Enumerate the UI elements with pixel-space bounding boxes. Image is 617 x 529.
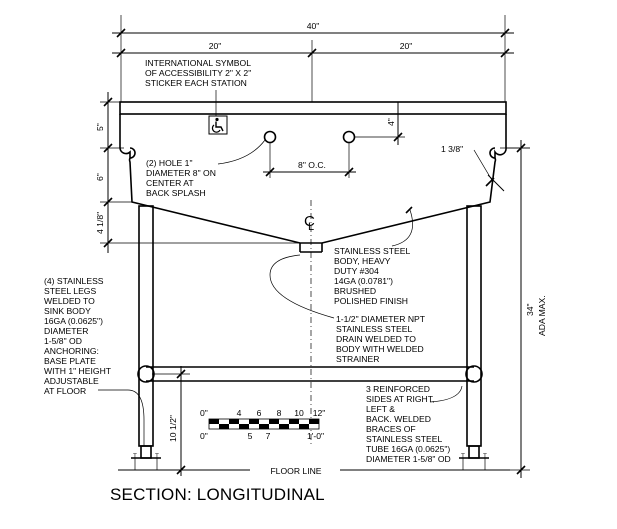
svg-text:BRACES OF: BRACES OF: [366, 424, 416, 434]
centerline: C L: [304, 200, 315, 445]
overall-height-dimension: 34" ADA MAX.: [495, 140, 547, 478]
svg-text:TUBE 16GA (0.0625"): TUBE 16GA (0.0625"): [366, 444, 450, 454]
hole-spacing-dimension: 8" O.C.: [263, 143, 356, 178]
svg-text:T: T: [133, 454, 137, 460]
svg-text:ANCHORING:: ANCHORING:: [44, 346, 99, 356]
scale-top-0: 0": [200, 408, 208, 418]
svg-text:WELDED TO: WELDED TO: [44, 296, 95, 306]
centerline-symbol-c: C: [304, 213, 315, 230]
rim-drop-dimension: 1 3/8": [441, 144, 530, 192]
svg-text:STAINLESS STEEL: STAINLESS STEEL: [334, 246, 410, 256]
scale-top-4: 4: [237, 408, 242, 418]
svg-text:STEEL LEGS: STEEL LEGS: [44, 286, 96, 296]
svg-text:OF ACCESSIBILITY 2" X 2": OF ACCESSIBILITY 2" X 2": [145, 68, 251, 78]
scale-top-12: 12": [313, 408, 326, 418]
svg-text:AT FLOOR: AT FLOOR: [44, 386, 86, 396]
svg-text:14GA (0.0781"): 14GA (0.0781"): [334, 276, 393, 286]
svg-text:INTERNATIONAL SYMBOL: INTERNATIONAL SYMBOL: [145, 58, 251, 68]
dim-overall-height-note: ADA MAX.: [537, 295, 547, 336]
note-accessibility: INTERNATIONAL SYMBOL OF ACCESSIBILITY 2"…: [145, 58, 251, 88]
svg-text:T: T: [483, 454, 487, 460]
note-braces: 3 REINFORCED SIDES AT RIGHT, LEFT & BACK…: [366, 384, 463, 464]
dim-brace-height: 10 1/2": [168, 415, 178, 442]
svg-text:(4) STAINLESS: (4) STAINLESS: [44, 276, 104, 286]
section-title: SECTION: LONGITUDINAL: [110, 485, 325, 504]
svg-text:STICKER EACH STATION: STICKER EACH STATION: [145, 78, 247, 88]
brace: [137, 365, 483, 383]
svg-text:DRAIN WELDED TO: DRAIN WELDED TO: [336, 334, 416, 344]
svg-text:BODY, HEAVY: BODY, HEAVY: [334, 256, 391, 266]
svg-text:T: T: [461, 454, 465, 460]
svg-text:DIAMETER: DIAMETER: [44, 326, 88, 336]
dim-hole-offset: 4": [386, 118, 396, 126]
svg-text:DIAMETER 1-5/8" OD: DIAMETER 1-5/8" OD: [366, 454, 451, 464]
scale-top-6: 6: [257, 408, 262, 418]
note-drain: 1-1/2" DIAMETER NPT STAINLESS STEEL DRAI…: [269, 254, 426, 364]
dim-hole-spacing: 8" O.C.: [298, 160, 326, 170]
svg-text:BODY WITH WELDED: BODY WITH WELDED: [336, 344, 424, 354]
dim-rim-drop: 1 3/8": [441, 144, 463, 154]
scale-top-8: 8: [277, 408, 282, 418]
accessibility-icon: [208, 90, 228, 135]
dim-backsplash: 5": [95, 123, 105, 131]
scale-top-10: 10: [294, 408, 304, 418]
svg-text:1-5/8" OD: 1-5/8" OD: [44, 336, 82, 346]
svg-text:CENTER AT: CENTER AT: [146, 178, 194, 188]
floor-line: FLOOR LINE: [118, 466, 510, 476]
svg-text:BACK SPLASH: BACK SPLASH: [146, 188, 206, 198]
floor-line-label: FLOOR LINE: [270, 466, 321, 476]
scale-bottom-0: 0": [200, 431, 208, 441]
svg-text:POLISHED FINISH: POLISHED FINISH: [334, 296, 408, 306]
backsplash-hole-right: [342, 130, 356, 144]
svg-text:LEFT &: LEFT &: [366, 404, 395, 414]
svg-text:ADJUSTABLE: ADJUSTABLE: [44, 376, 99, 386]
scale-bar: 0" 4 6 8 10 12" 0" 5 7 1'-0": [200, 408, 325, 441]
legs: T T T T: [131, 205, 489, 470]
svg-text:STAINLESS STEEL: STAINLESS STEEL: [336, 324, 412, 334]
svg-text:WITH 1" HEIGHT: WITH 1" HEIGHT: [44, 366, 112, 376]
svg-text:1-1/2" DIAMETER NPT: 1-1/2" DIAMETER NPT: [336, 314, 426, 324]
dim-bowl-depth: 6": [95, 173, 105, 181]
svg-text:3 REINFORCED: 3 REINFORCED: [366, 384, 430, 394]
svg-text:BASE PLATE: BASE PLATE: [44, 356, 96, 366]
note-legs: (4) STAINLESS STEEL LEGS WELDED TO SINK …: [44, 276, 145, 446]
dim-half-left: 20": [209, 41, 222, 51]
svg-text:SIDES AT RIGHT,: SIDES AT RIGHT,: [366, 394, 434, 404]
scale-bottom-7: 7: [266, 431, 271, 441]
dim-overall-height: 34": [525, 303, 535, 316]
svg-text:STAINLESS STEEL: STAINLESS STEEL: [366, 434, 442, 444]
dim-drain-drop: 4 1/8": [95, 212, 105, 234]
svg-text:STRAINER: STRAINER: [336, 354, 379, 364]
note-body: STAINLESS STEEL BODY, HEAVY DUTY #304 14…: [334, 206, 413, 306]
scale-bottom-1ft: 1'-0": [307, 431, 324, 441]
svg-text:BACK. WELDED: BACK. WELDED: [366, 414, 431, 424]
note-holes: (2) HOLE 1" DIAMETER 8" ON CENTER AT BAC…: [146, 139, 266, 198]
hole-offset-dimension: 4": [355, 102, 405, 145]
scale-bottom-5: 5: [248, 431, 253, 441]
top-dimensions: 40" 20" 20": [112, 15, 514, 102]
centerline-symbol-l: L: [308, 221, 314, 233]
svg-text:T: T: [155, 454, 159, 460]
svg-text:SINK BODY: SINK BODY: [44, 306, 91, 316]
sink-body: [119, 101, 507, 253]
svg-text:(2) HOLE 1": (2) HOLE 1": [146, 158, 193, 168]
svg-text:DIAMETER 8" ON: DIAMETER 8" ON: [146, 168, 216, 178]
backsplash-hole-left: [263, 130, 277, 144]
svg-text:DUTY #304: DUTY #304: [334, 266, 379, 276]
svg-text:BRUSHED: BRUSHED: [334, 286, 376, 296]
svg-text:16GA (0.0625"): 16GA (0.0625"): [44, 316, 103, 326]
brace-height-dimension: 10 1/2": [152, 366, 190, 476]
dim-half-right: 20": [400, 41, 413, 51]
dim-overall-width: 40": [307, 21, 320, 31]
